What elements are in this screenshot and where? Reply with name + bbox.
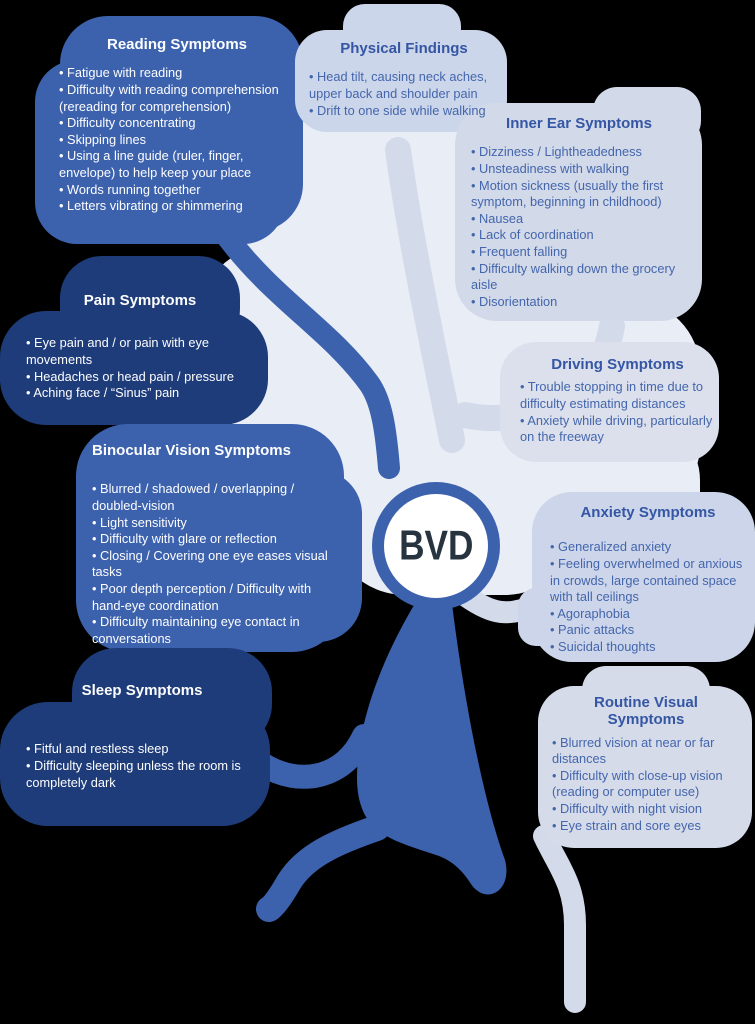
branch-reading (217, 227, 400, 479)
bullet-item: • Letters vibrating or shimmering (59, 198, 243, 214)
bullet-item: • Difficulty with glare or reflection (92, 531, 277, 547)
cloud-shape (500, 342, 719, 462)
bullet-item: • Difficulty with reading comprehension … (59, 81, 279, 114)
bvd-center-circle: BVD (384, 494, 488, 598)
bullet-item: • Difficulty maintaining eye contact in … (92, 614, 300, 646)
bullet-item: • Difficulty with close-up vision (readi… (552, 767, 723, 800)
cloud-shape (532, 492, 755, 662)
bullet-item: • Difficulty with night vision (552, 801, 703, 816)
bullet-item: • Panic attacks (550, 622, 635, 638)
node-binocular-vision-symptoms: Binocular Vision Symptoms • Blurred / sh… (76, 424, 362, 658)
bullet-item: • Generalized anxiety (550, 539, 672, 555)
branch-sleep (250, 724, 376, 789)
bullet-item: • Difficulty concentrating (59, 115, 196, 131)
bullet-item: • Suicidal thoughts (550, 639, 656, 654)
node-title: Inner Ear Symptoms (506, 115, 652, 132)
node-title: Binocular Vision Symptoms (92, 442, 291, 459)
node-title: Pain Symptoms (83, 292, 197, 309)
bullet-item: • Blurred / shadowed / overlapping / dou… (92, 481, 295, 513)
branch-physical-findings (385, 137, 465, 453)
node-bullets: • Trouble stopping in time due to diffic… (520, 379, 715, 446)
node-title: Sleep Symptoms (81, 682, 203, 699)
tree-root-left (256, 815, 390, 922)
node-title: Physical Findings (340, 40, 468, 57)
node-routine-visual-symptoms: Routine Visual Symptoms • Blurred vision… (538, 666, 752, 848)
bullet-item: • Headaches or head pain / pressure (26, 368, 234, 384)
node-bullets: • Dizziness / Lightheadedness• Unsteadin… (471, 144, 687, 310)
node-title: Routine Visual Symptoms (594, 694, 698, 729)
node-sleep-symptoms: Sleep Symptoms • Fitful and restless sle… (0, 648, 282, 826)
node-anxiety-symptoms: Anxiety Symptoms • Generalized anxiety• … (518, 492, 755, 662)
bullet-item: • Feeling overwhelmed or anxious in crow… (550, 555, 743, 605)
node-title: Anxiety Symptoms (580, 504, 716, 521)
bullet-item: • Frequent falling (471, 244, 568, 259)
bullet-item: • Skipping lines (59, 131, 146, 147)
bullet-item: • Motion sickness (usually the first sym… (471, 177, 664, 210)
bullet-item: • Trouble stopping in time due to diffic… (520, 379, 704, 411)
cloud-shape (35, 60, 285, 244)
bullet-item: • Dizziness / Lightheadedness (471, 144, 642, 160)
cloud-shape (455, 103, 702, 321)
cloud-shape (0, 702, 270, 826)
bullet-item: • Lack of coordination (471, 227, 594, 243)
bullet-item: • Disorientation (471, 293, 558, 309)
cloud-shape (116, 470, 362, 642)
bullet-item: • Aching face / “Sinus” pain (26, 385, 180, 401)
bullet-item: • Using a line guide (ruler, finger, env… (59, 148, 252, 180)
cloud-shape (538, 686, 752, 848)
bullet-item: • Anxiety while driving, particularly on… (520, 412, 713, 445)
bullet-item: • Fatigue with reading (59, 65, 183, 81)
bullet-item: • Unsteadiness with walking (471, 160, 630, 176)
node-bullets: • Blurred / shadowed / overlapping / dou… (92, 481, 342, 647)
node-title: Reading Symptoms (106, 36, 248, 53)
bullet-item: • Words running together (59, 181, 201, 197)
node-bullets: • Fatigue with reading• Difficulty with … (59, 65, 295, 215)
bullet-item: • Eye pain and / or pain with eye moveme… (26, 335, 210, 367)
bullet-item: • Poor depth perception / Difficulty wit… (92, 581, 312, 613)
bullet-item: • Difficulty walking down the grocery ai… (471, 260, 676, 293)
bullet-item: • Closing / Covering one eye eases visua… (92, 547, 328, 580)
bullet-item: • Drift to one side while walking (309, 102, 486, 118)
bullet-item: • Blurred vision at near or far distance… (552, 734, 715, 767)
bvd-label: BVD (398, 522, 474, 569)
bullet-item: • Head tilt, causing neck aches, upper b… (309, 69, 488, 101)
node-bullets: • Generalized anxiety• Feeling overwhelm… (550, 539, 746, 655)
node-pain-symptoms: Pain Symptoms • Eye pain and / or pain w… (0, 256, 270, 426)
node-reading-symptoms: Reading Symptoms • Fatigue with reading•… (35, 16, 303, 244)
branch-routine-visual (533, 825, 586, 1013)
node-driving-symptoms: Driving Symptoms • Trouble stopping in t… (500, 342, 719, 462)
bullet-item: • Light sensitivity (92, 514, 187, 530)
node-bullets: • Eye pain and / or pain with eye moveme… (26, 335, 254, 402)
bullet-item: • Nausea (471, 210, 524, 226)
bullet-item: • Eye strain and sore eyes (552, 817, 701, 833)
cloud-shape (0, 311, 268, 425)
node-title: Driving Symptoms (551, 356, 684, 373)
bvd-center-badge: BVD (372, 482, 500, 610)
bullet-item: • Difficulty sleeping unless the room is… (26, 757, 241, 790)
node-bullets: • Blurred vision at near or far distance… (552, 735, 740, 835)
bullet-item: • Fitful and restless sleep (26, 741, 169, 757)
node-physical-findings: Physical Findings • Head tilt, causing n… (295, 4, 507, 132)
node-inner-ear-symptoms: Inner Ear Symptoms • Dizziness / Lighthe… (455, 87, 702, 321)
tree-trunk (357, 586, 507, 895)
node-bullets: • Fitful and restless sleep• Difficulty … (26, 741, 258, 791)
bullet-item: • Agoraphobia (550, 605, 630, 621)
node-bullets: • Head tilt, causing neck aches, upper b… (309, 69, 499, 119)
